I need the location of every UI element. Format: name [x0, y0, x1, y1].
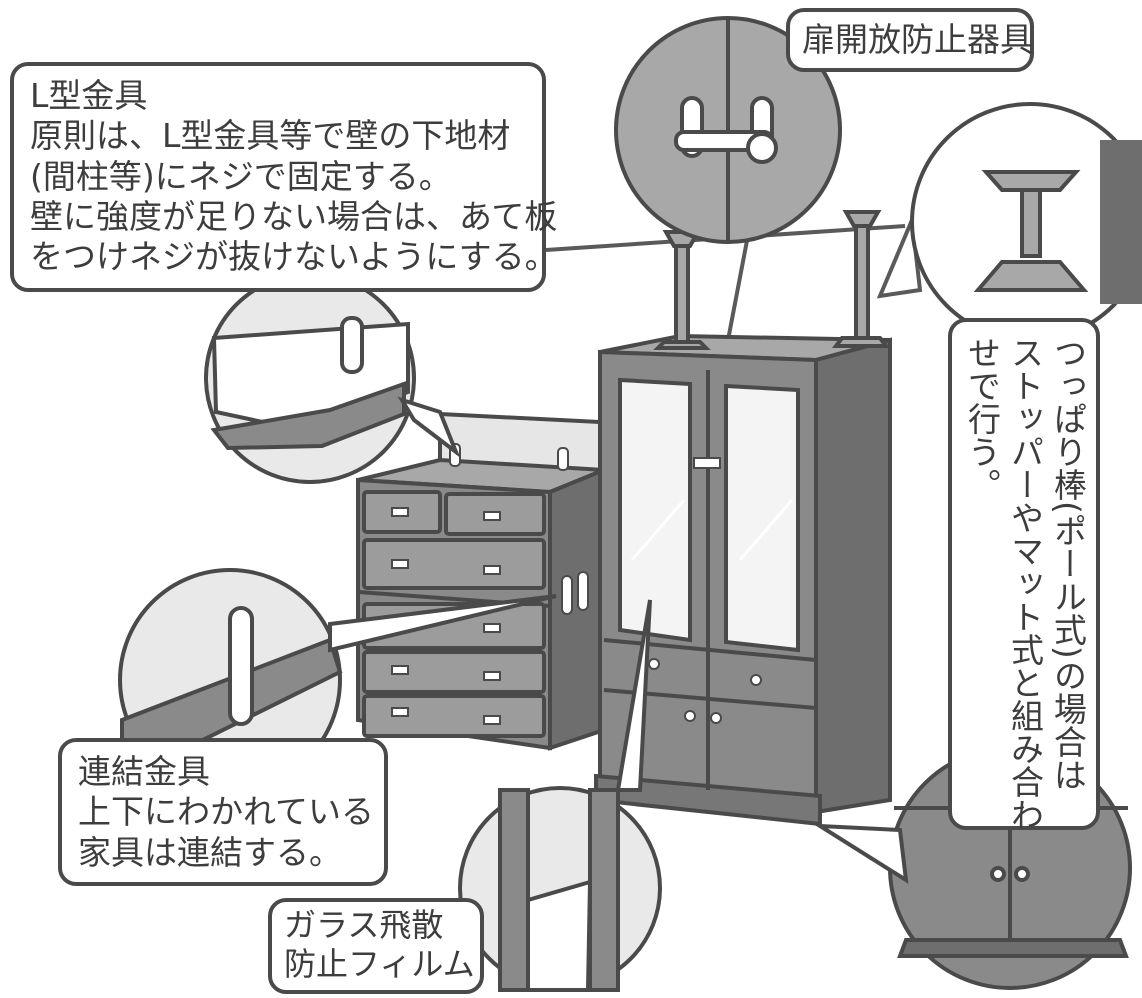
wardrobe-side	[814, 337, 892, 815]
callout-l-bracket-line: 壁に強度が足りない場合は、あて板	[30, 196, 558, 236]
callout-l-bracket-line: をつけネジが抜けないようにする。	[30, 237, 558, 276]
pole-left	[674, 236, 690, 344]
callout-glass-film: ガラス飛散 防止フィルム	[268, 898, 484, 994]
wardrobe-knobs	[648, 658, 762, 724]
zoom-circle-pole	[910, 102, 1142, 342]
callout-l-bracket-title: L型金具	[30, 76, 148, 115]
connector-brackets	[561, 571, 589, 615]
dresser	[356, 457, 606, 751]
callout-l-bracket: L型金具 原則は、L型金具等で壁の下地材 (間柱等)にネジで固定する。 壁に強度…	[10, 62, 558, 292]
zoom-tail	[328, 594, 557, 653]
pole-foot-left	[653, 340, 711, 350]
zoom-tail	[812, 823, 909, 884]
glass-right	[724, 383, 800, 653]
zoom-tail	[397, 396, 461, 458]
callout-connector-line: 上下にわかれている	[78, 792, 375, 832]
wardrobe	[594, 333, 892, 827]
shelf-line	[603, 638, 817, 662]
callout-door-guard: 扉開放防止器具	[786, 8, 1034, 72]
callout-tension-pole-line: ストッパーやマット式と組み合わ	[1005, 336, 1045, 831]
zoom-circle-door-guard	[614, 16, 842, 244]
callout-door-guard-label: 扉開放防止器具	[802, 20, 1033, 59]
callout-connector: 連結金具 上下にわかれている 家具は連結する。	[58, 738, 388, 886]
callout-tension-pole: つっぱり棒(ポール式)の場合は ストッパーやマット式と組み合わ せで行う。	[948, 318, 1100, 831]
callout-tension-pole-line: つっぱり棒(ポール式)の場合は	[1048, 336, 1088, 791]
callout-l-bracket-line: (間柱等)にネジで固定する。	[30, 156, 452, 196]
pole-cap-right	[842, 210, 882, 228]
callout-connector-line: 家具は連結する。	[78, 832, 342, 872]
glass-reflections	[630, 499, 794, 561]
drawer	[362, 694, 546, 738]
callout-l-bracket-line: 原則は、L型金具等で壁の下地材	[30, 116, 511, 156]
glass-left	[618, 377, 692, 643]
pole-right	[854, 216, 870, 340]
wall-brackets	[449, 443, 569, 471]
dresser-side	[548, 467, 606, 751]
zoom-circle-l-bracket	[204, 272, 461, 484]
callout-tension-pole-line: せで行う。	[962, 336, 1002, 501]
drawer	[362, 650, 546, 694]
zoom-circle-film	[458, 599, 662, 992]
zoom-tail	[615, 599, 652, 792]
pole-foot-right	[832, 336, 890, 348]
drawer	[362, 538, 546, 590]
callout-connector-title: 連結金具	[78, 752, 210, 791]
callout-glass-film-line: 防止フィルム	[284, 945, 475, 984]
callout-glass-film-line: ガラス飛散	[284, 906, 444, 944]
callout-tension-pole-text: つっぱり棒(ポール式)の場合は ストッパーやマット式と組み合わ せで行う。	[960, 336, 1089, 831]
door-latch	[693, 457, 721, 469]
